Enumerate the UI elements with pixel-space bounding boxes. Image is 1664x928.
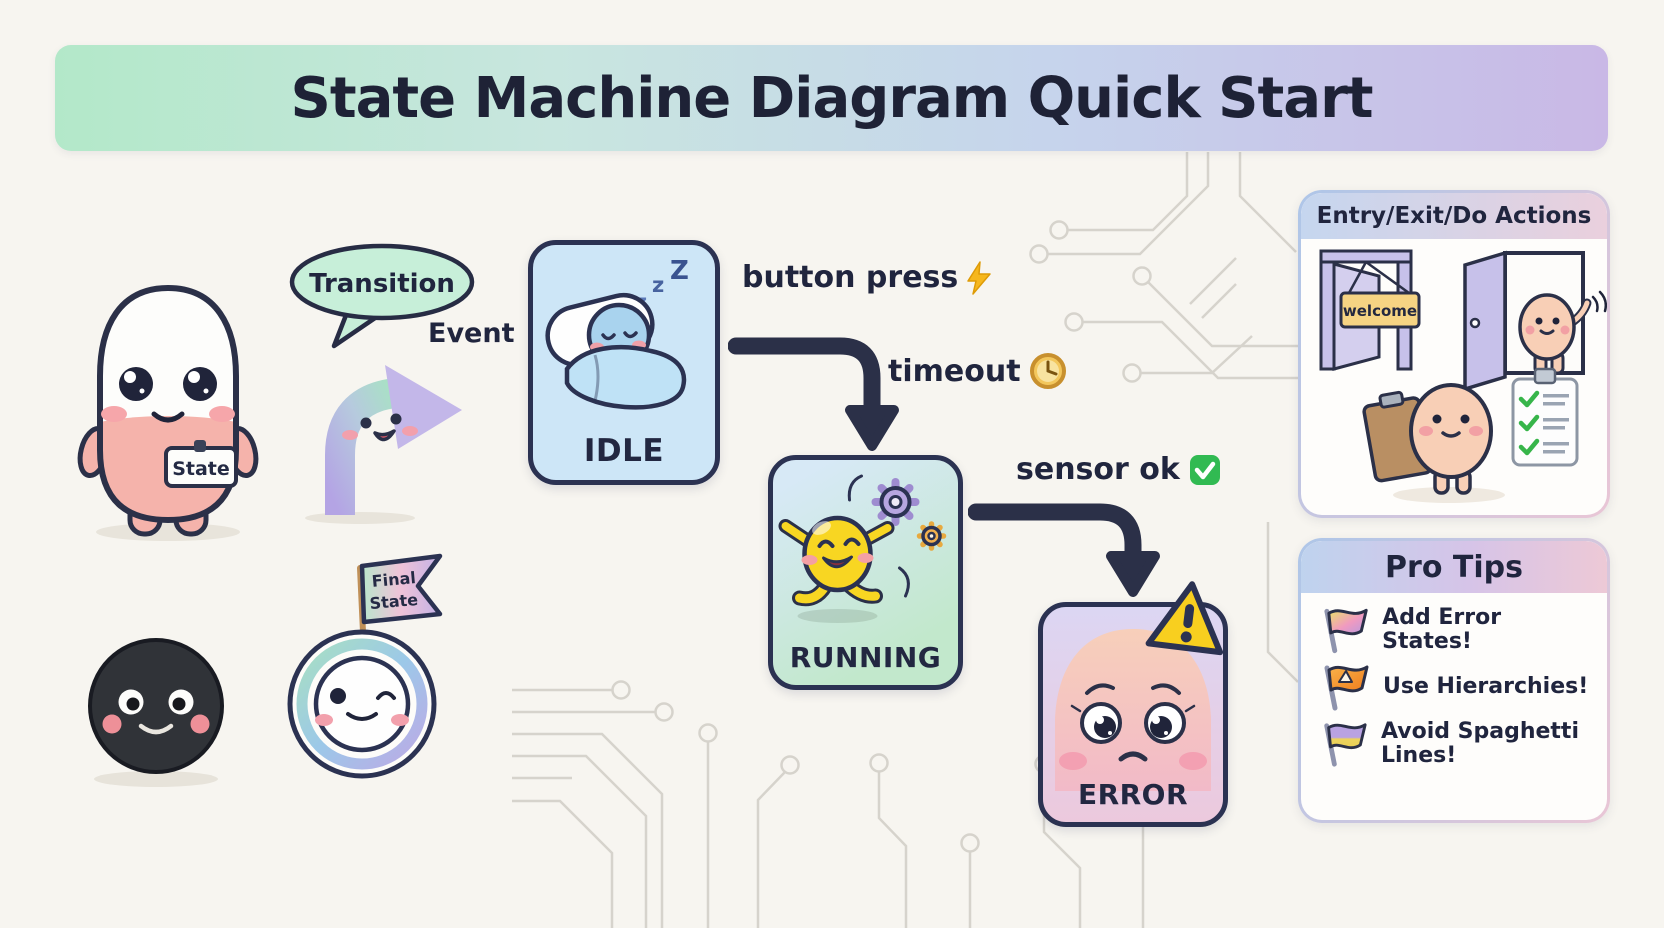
do-action-icon [1362, 367, 1579, 503]
sleeping-character-icon: z z Z [545, 256, 689, 410]
initial-state-illustration [88, 638, 224, 787]
flag-label-line1: Final [371, 568, 417, 591]
tip-text: Add Error States! [1382, 605, 1502, 654]
transition-label-sensor-ok: sensor ok [1016, 452, 1222, 487]
tip-row-error-states: Add Error States! [1319, 606, 1595, 654]
flag-icon [1324, 665, 1369, 711]
running-character-icon [778, 474, 946, 623]
sleep-z-mid: z [652, 273, 664, 297]
state-name-badge: State [164, 440, 238, 488]
warning-triangle-icon [1145, 581, 1224, 656]
state-node-running: RUNNING [768, 455, 963, 690]
actions-panel-title: Entry/Exit/Do Actions [1316, 203, 1592, 229]
state-label-error: ERROR [1077, 778, 1189, 811]
button-press-text: button press [742, 260, 959, 295]
lightning-icon [967, 260, 992, 295]
page-title: State Machine Diagram Quick Start [290, 65, 1374, 131]
tip-row-spaghetti: Avoid Spaghetti Lines! [1319, 720, 1595, 768]
flag-icon [1324, 723, 1367, 767]
transition-arrow-running-to-error [968, 503, 1160, 597]
flag-label-line2: State [369, 590, 419, 613]
transition-label-timeout: timeout [888, 352, 1067, 390]
entry-door-icon: welcome [1319, 249, 1421, 371]
pro-tips-title: Pro Tips [1385, 549, 1523, 585]
transition-label-button-press: button press [742, 260, 992, 295]
sensor-ok-text: sensor ok [1016, 452, 1180, 487]
clock-icon [1029, 353, 1066, 389]
state-label-running: RUNNING [789, 641, 942, 674]
check-icon [1189, 454, 1220, 485]
sleep-z-big: Z [670, 256, 689, 286]
pro-tips-panel: Pro Tips Add Error States! [1298, 538, 1610, 823]
state-badge-label: State [172, 458, 230, 480]
final-state-illustration: Final State [287, 553, 443, 779]
actions-illustrations: welcome [1319, 249, 1607, 503]
event-label: Event [428, 318, 515, 349]
actions-panel: Entry/Exit/Do Actions welcome [1298, 190, 1610, 518]
timeout-text: timeout [888, 353, 1021, 389]
tip-text: Avoid Spaghetti Lines! [1381, 719, 1579, 768]
transition-bubble-label: Transition [309, 269, 455, 299]
tip-row-hierarchies: Use Hierarchies! [1319, 663, 1595, 711]
worried-character-icon [1055, 629, 1211, 791]
flag-icon [1324, 608, 1368, 654]
actions-panel-header: Entry/Exit/Do Actions [1301, 193, 1607, 239]
exit-door-icon [1463, 250, 1607, 392]
transition-arrow-idle-to-running [728, 337, 899, 451]
event-arrow-illustration [305, 365, 462, 524]
state-mascot-illustration: State [77, 284, 259, 541]
pro-tips-header: Pro Tips [1301, 541, 1607, 593]
state-node-idle: z z Z IDLE [528, 240, 720, 485]
tip-text: Use Hierarchies! [1383, 674, 1589, 700]
final-state-flag: Final State [359, 553, 443, 625]
transition-speech-bubble: Transition [289, 243, 475, 349]
gear-icon [871, 478, 946, 551]
state-label-idle: IDLE [583, 433, 665, 469]
title-banner: State Machine Diagram Quick Start [55, 45, 1608, 151]
welcome-sign-label: welcome [1343, 302, 1417, 320]
checklist-icon [1511, 367, 1579, 467]
